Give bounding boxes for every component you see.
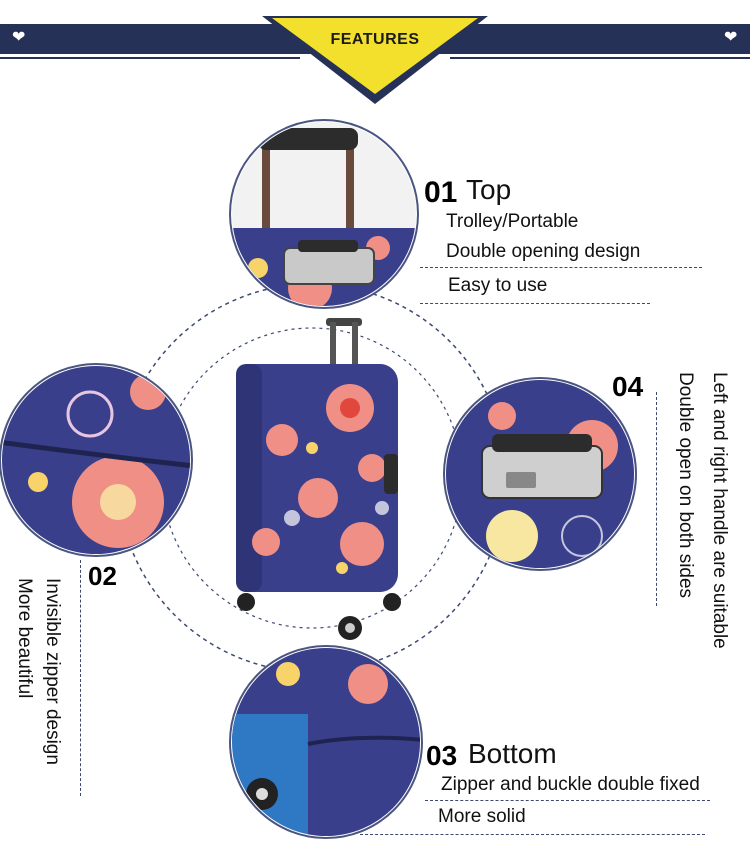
feature-text-invisible-zipper: Invisible zipper design	[42, 578, 63, 765]
header-line-left	[0, 57, 300, 59]
feature-number-03: 03	[426, 740, 458, 771]
feature-title-bottom: Bottom	[468, 738, 557, 769]
feature-text-more-solid: More solid	[438, 806, 526, 827]
feature-text-double-open: Double open on both sides	[675, 372, 696, 599]
divider-line	[80, 560, 81, 796]
heart-icon: ❤	[12, 29, 26, 46]
side-handle-detail-image	[443, 377, 637, 571]
feature-text-easy-to-use: Easy to use	[448, 275, 548, 296]
heart-icon: ❤	[724, 29, 738, 46]
top-detail-image	[229, 119, 419, 309]
feature-text-left-right-handle: Left and right handle are suitable	[709, 372, 730, 649]
bottom-detail-image	[229, 645, 423, 839]
feature-text-more-beautiful: More beautiful	[14, 578, 35, 699]
divider-line	[656, 392, 657, 606]
divider-line	[360, 834, 705, 835]
divider-line	[425, 800, 710, 801]
suitcase-image	[236, 318, 401, 640]
features-title: FEATURES	[330, 31, 420, 48]
feature-title-top: Top	[466, 174, 512, 205]
feature-number-01: 01	[424, 176, 458, 209]
feature-text-double-opening: Double opening design	[446, 241, 641, 262]
feature-number-04: 04	[612, 371, 644, 402]
divider-line	[420, 267, 702, 268]
header-line-right	[450, 57, 750, 59]
feature-text-trolley: Trolley/Portable	[446, 211, 579, 232]
features-banner	[262, 16, 488, 104]
feature-text-zipper-buckle: Zipper and buckle double fixed	[441, 774, 700, 795]
feature-number-02: 02	[88, 561, 117, 591]
zipper-detail-image	[0, 363, 193, 557]
divider-line	[420, 303, 650, 304]
